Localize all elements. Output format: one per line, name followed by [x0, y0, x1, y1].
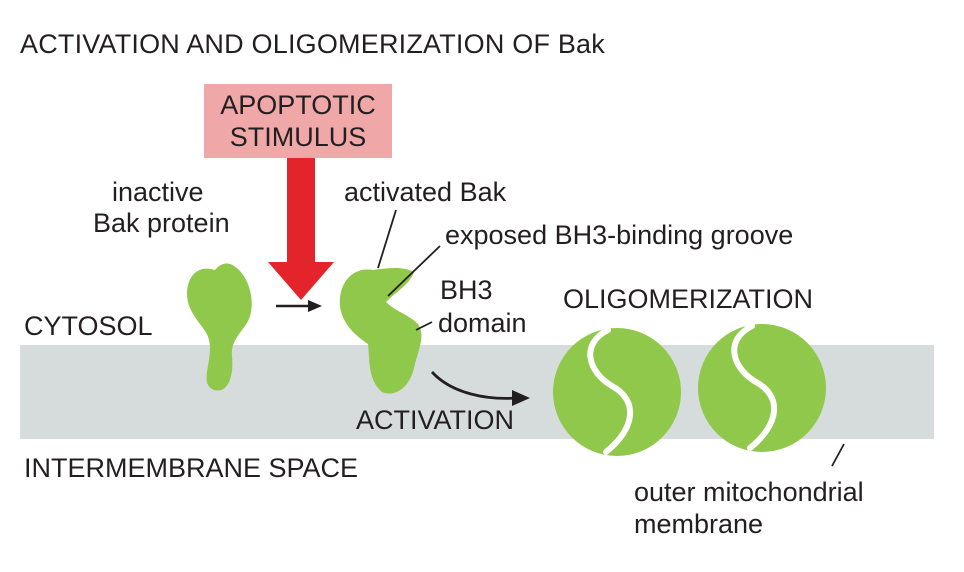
activated-bak-protein — [339, 268, 422, 394]
groove-label: exposed BH3-binding groove — [445, 220, 794, 250]
cytosol-label: CYTOSOL — [24, 311, 153, 341]
activation-curved-arrow — [430, 371, 530, 406]
bh3-label-line1: BH3 — [440, 275, 493, 305]
inactive-label-line2: Bak protein — [93, 208, 230, 238]
oligomerization-label: OLIGOMERIZATION — [563, 284, 814, 314]
stimulus-arrow — [268, 158, 334, 300]
activation-small-arrow — [276, 300, 322, 312]
inactive-label-line1: inactive — [112, 177, 204, 207]
bak-oligomer-2 — [698, 323, 826, 452]
apoptotic-stimulus-box: APOPTOTIC STIMULUS — [204, 84, 392, 158]
membrane-label-line1: outer mitochondrial — [634, 477, 864, 507]
bh3-leader — [415, 321, 433, 331]
leader-lines — [377, 209, 845, 467]
stimulus-label-line2: STIMULUS — [229, 122, 367, 152]
activation-label: ACTIVATION — [356, 405, 515, 435]
membrane-label-line2: membrane — [634, 509, 764, 539]
groove-leader — [387, 245, 441, 297]
stimulus-label-line1: APOPTOTIC — [220, 90, 376, 120]
activated-bak-leader — [377, 209, 397, 269]
diagram-title: ACTIVATION AND OLIGOMERIZATION OF Bak — [20, 29, 605, 59]
bak-oligomer-1 — [553, 327, 681, 456]
intermembrane-label: INTERMEMBRANE SPACE — [24, 453, 359, 483]
membrane-leader — [831, 443, 845, 467]
activated-bak-label: activated Bak — [344, 177, 507, 207]
bh3-label-line2: domain — [438, 308, 527, 338]
inactive-bak-protein — [187, 263, 252, 391]
